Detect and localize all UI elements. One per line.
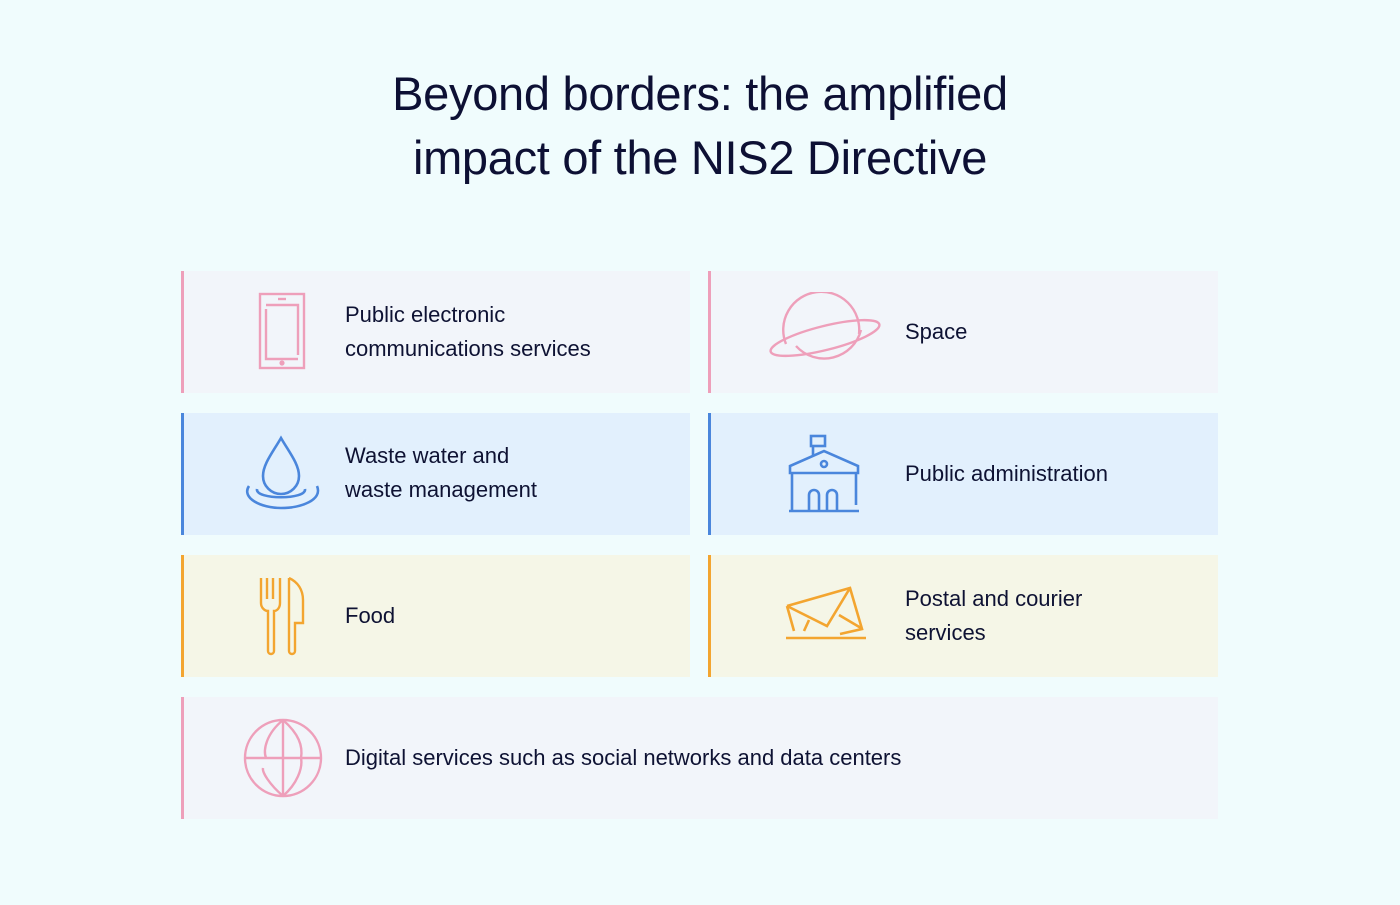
- water-drop-icon: [241, 413, 325, 535]
- sector-card-public-administration: Public administration: [708, 413, 1218, 535]
- smartphone-icon: [254, 271, 310, 393]
- fork-knife-icon: [258, 555, 308, 677]
- sector-card-digital-services: Digital services such as social networks…: [181, 697, 1218, 819]
- sector-card-waste-water: Waste water and waste management: [181, 413, 690, 535]
- globe-icon: [241, 697, 325, 819]
- sector-label: Space: [905, 319, 968, 344]
- sector-label: Digital services such as social networks…: [345, 745, 902, 770]
- sector-label: Postal and courier services: [905, 586, 1083, 645]
- sector-label: Food: [345, 603, 396, 628]
- envelope-icon: [784, 555, 868, 677]
- planet-icon: [769, 271, 881, 393]
- sector-label: Public electronic communications service…: [345, 302, 591, 361]
- sector-card-postal: Postal and courier services: [708, 555, 1218, 677]
- sector-card-space: Space: [708, 271, 1218, 393]
- page-title: Beyond borders: the amplified impact of …: [0, 62, 1400, 190]
- sector-label: Waste water and waste management: [345, 443, 537, 502]
- title-line-2: impact of the NIS2 Directive: [412, 131, 988, 184]
- sector-card-electronic-communications: Public electronic communications service…: [181, 271, 690, 393]
- government-building-icon: [787, 413, 865, 535]
- sector-label: Public administration: [905, 461, 1108, 486]
- sector-card-food: Food: [181, 555, 690, 677]
- title-line-1: Beyond borders: the amplified: [392, 67, 1008, 120]
